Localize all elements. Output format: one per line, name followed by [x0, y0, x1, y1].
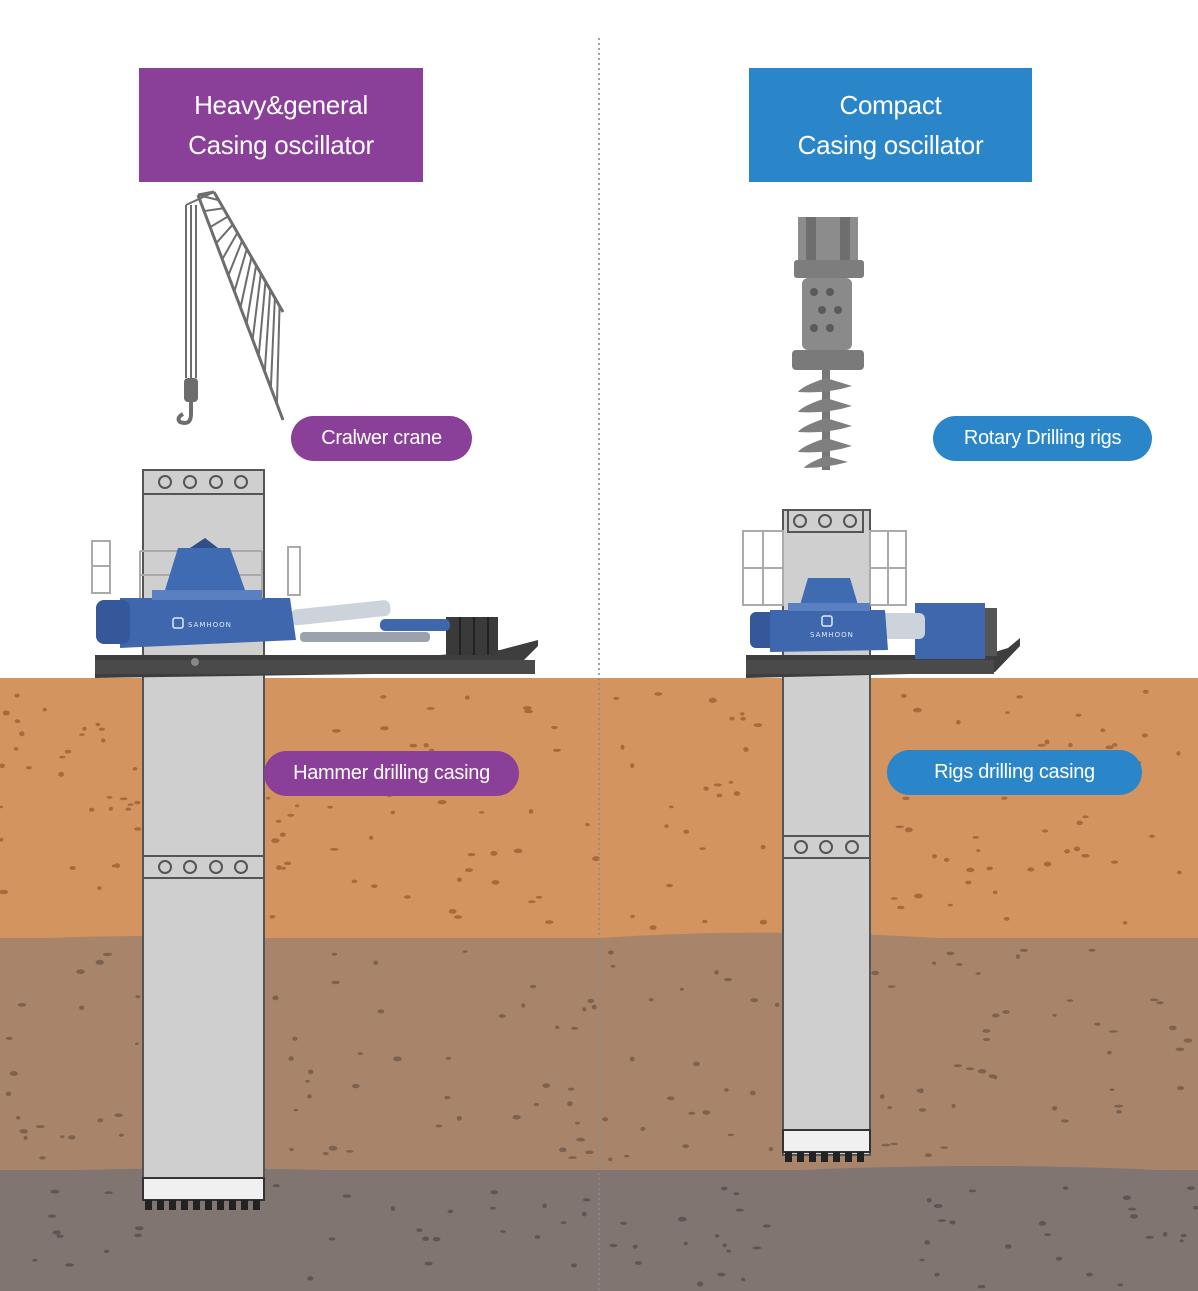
- left-oscillator-machine: SAMHOON: [91, 538, 538, 678]
- right-oscillator-machine: SAMHOON: [742, 530, 1020, 678]
- crawler-crane-illustration: [176, 190, 285, 425]
- rotary-drill-illustration: [792, 217, 864, 470]
- rigs-drilling-casing-label: Rigs drilling casing: [887, 750, 1142, 795]
- svg-text:SAMHOON: SAMHOON: [188, 621, 232, 629]
- right-title-line2: Casing oscillator: [797, 130, 984, 160]
- rotary-drilling-rigs-label: Rotary Drilling rigs: [933, 416, 1152, 461]
- svg-text:SAMHOON: SAMHOON: [810, 631, 854, 639]
- hammer-drilling-casing-label: Hammer drilling casing: [264, 751, 519, 796]
- left-title-line1: Heavy&general: [194, 90, 368, 120]
- right-title-line1: Compact: [839, 90, 942, 120]
- right-title-box: Compact Casing oscillator: [749, 68, 1032, 182]
- left-title-box: Heavy&general Casing oscillator: [139, 68, 423, 182]
- crawler-crane-label: Cralwer crane: [291, 416, 472, 461]
- left-title-line2: Casing oscillator: [188, 130, 374, 160]
